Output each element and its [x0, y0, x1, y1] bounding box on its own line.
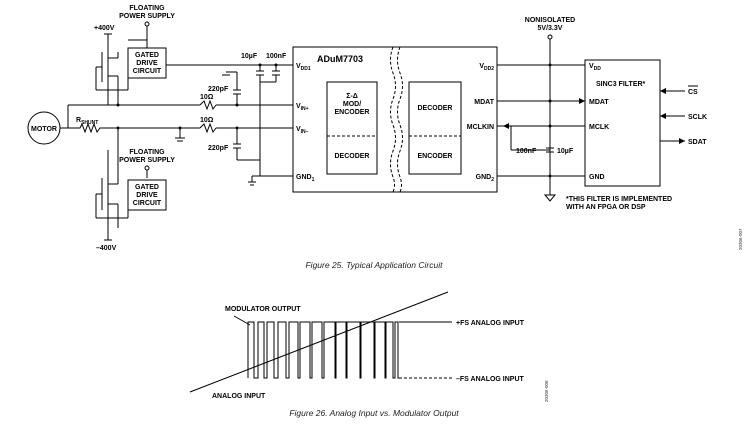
rshunt-resistor [68, 122, 118, 134]
motor-label: MOTOR [31, 126, 57, 133]
transistor-bottom [96, 178, 118, 210]
sinc3-gnd: GND [589, 174, 605, 181]
cap220-bottom-label: 220pF [208, 145, 229, 152]
fig26-caption: Figure 26. Analog Input vs. Modulator Ou… [289, 408, 459, 418]
pin-gnd2: GND2 [476, 174, 495, 183]
vminus-label: –400V [96, 245, 117, 252]
supply-top-label-1: FLOATING [129, 5, 165, 12]
cap100n-label: 100nF [266, 53, 287, 60]
pin-mdat: MDAT [474, 99, 494, 106]
block-mod-line1: Σ-Δ [346, 93, 358, 100]
signal-cs: CS [688, 89, 698, 96]
vplus-label: +400V [94, 25, 115, 32]
footnote-1: *THIS FILTER IS IMPLEMENTED [566, 196, 672, 203]
pin-vdd1: VDD1 [296, 63, 311, 72]
figure-26: MODULATOR OUTPUT +FS ANALOG INPUT –FS AN… [189, 291, 549, 418]
resistor-10-top [199, 99, 217, 111]
signal-sdat: SDAT [688, 139, 707, 146]
gated-bottom-line1: GATED [135, 184, 159, 191]
modulator-output-label: MODULATOR OUTPUT [225, 306, 301, 313]
supply-top-label-2: POWER SUPPLY [119, 13, 175, 20]
resistor-10-bottom [199, 122, 217, 134]
sinc3-vdd: VDD [589, 63, 601, 72]
pin-gnd1: GND1 [296, 174, 315, 183]
block-left [326, 81, 378, 175]
pin-vin-plus: VIN+ [296, 103, 309, 112]
supply-bottom-terminal [144, 165, 150, 171]
pin-mclkin: MCLKIN [467, 124, 494, 131]
block-decoder-right: DECODER [417, 105, 452, 112]
ground-arrow [543, 194, 557, 202]
sinc3-mclk: MCLK [589, 124, 609, 131]
analog-input-ramp [189, 291, 449, 393]
gated-bottom-line3: CIRCUIT [133, 200, 162, 207]
footnote-2: WITH AN FPGA OR DSP [566, 204, 646, 211]
pin-vdd2: VDD2 [479, 63, 494, 72]
nonisolated-label-1: NONISOLATED [525, 17, 575, 24]
fig25-id: 20306-007 [738, 228, 743, 250]
cap220-top-label: 220pF [208, 86, 229, 93]
block-mod-line3: ENCODER [334, 109, 369, 116]
sinc3-mdat: MDAT [589, 99, 609, 106]
fig25-caption: Figure 25. Typical Application Circuit [305, 260, 443, 270]
supply-top-terminal [144, 21, 150, 27]
isolation-barrier-right [397, 46, 403, 193]
pin-vin-minus: VIN– [296, 126, 309, 135]
block-mod-line2: MOD/ [343, 101, 361, 108]
chip-label: ADuM7703 [317, 54, 363, 64]
sinc3-title: SINC3 FILTER* [596, 81, 646, 88]
analog-input-label: ANALOG INPUT [212, 393, 266, 400]
figure-25: FLOATING POWER SUPPLY +400V GATED DRIVE … [27, 5, 743, 270]
cap100n-right-label: 100nF [516, 148, 537, 155]
fig26-id: 20306-008 [544, 380, 549, 402]
supply-bottom-label-1: FLOATING [129, 149, 165, 156]
cap10u-right-label: 10µF [557, 148, 574, 155]
gated-bottom-line2: DRIVE [136, 192, 158, 199]
transistor-top [96, 52, 119, 82]
signal-sclk: SCLK [688, 114, 707, 121]
supply-bottom-label-2: POWER SUPPLY [119, 157, 175, 164]
fs-pos-label: +FS ANALOG INPUT [456, 320, 525, 327]
gated-drive-bottom [127, 179, 167, 211]
sinc3-filter [584, 59, 661, 187]
modulator-pulse-train [247, 321, 399, 379]
res1-label: 10Ω [200, 94, 214, 101]
fs-neg-label: –FS ANALOG INPUT [456, 376, 525, 383]
gated-top-line1: GATED [135, 52, 159, 59]
cap10u-label: 10µF [241, 53, 258, 60]
gated-top-line3: CIRCUIT [133, 68, 162, 75]
block-right [408, 81, 462, 175]
nonisolated-label-2: 5V/3.3V [538, 25, 563, 32]
block-decoder-left: DECODER [334, 153, 369, 160]
nonisolated-terminal [547, 34, 553, 40]
gated-top-line2: DRIVE [136, 60, 158, 67]
isolation-barrier-left [390, 46, 396, 193]
adum7703-chip [292, 46, 498, 193]
res2-label: 10Ω [200, 117, 214, 124]
rshunt-label: RSHUNT [76, 117, 98, 126]
block-encoder-right: ENCODER [417, 153, 452, 160]
